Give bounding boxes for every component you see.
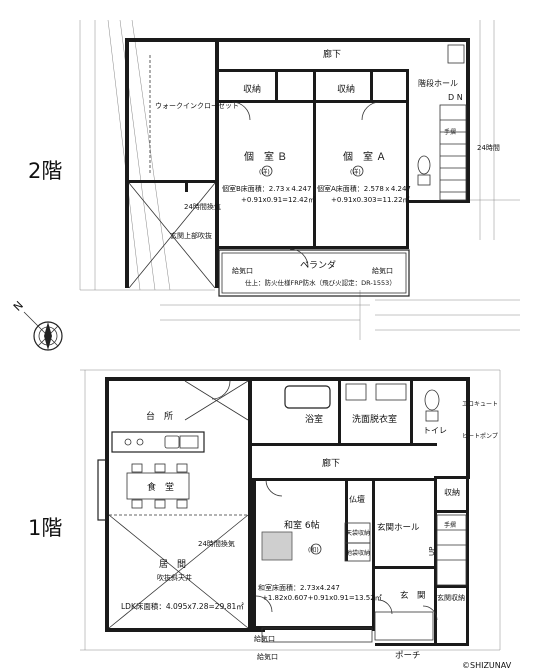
japanese-area-2: +1.82x0.607+0.91x0.91=13.52㎡ (262, 594, 382, 602)
dining-label: 食 堂 (147, 481, 174, 493)
entrance-void-label: 玄関上部吹抜 (170, 231, 212, 240)
porch-label: ポーチ (395, 651, 421, 661)
vent-2f-right: 給気口 (372, 266, 393, 275)
watermark: ©SHIZUNAV (462, 661, 512, 670)
room-a-area-1: 個室A床面積：2.578ｘ4.247 (317, 184, 411, 193)
dining-set (126, 463, 190, 509)
fan-24h-1f-label: 24時間換気 (198, 539, 235, 548)
void-ceiling-label: 吹抜斜天井 (157, 573, 192, 582)
veranda-label: ベランダ (300, 259, 336, 271)
japanese-room-mark: (和) (308, 546, 319, 554)
handrail-2f-label: 手摺 (444, 128, 456, 136)
room-b-area-1: 個室B床面積：2.73ｘ4.247 (222, 184, 311, 193)
heat-pump-label: ヒートポンプ (462, 432, 498, 440)
roof-hatch (79, 19, 520, 340)
floor1-label: 1階 (28, 516, 62, 540)
ldk-area-label: LDK床面積：4.095x7.28=29.81㎡ (121, 601, 244, 611)
stair-hall-label: 階段ホール (418, 78, 458, 88)
upper-closet-2-label: 地袋収納 (346, 549, 370, 557)
toilet-label: トイレ (423, 426, 447, 435)
upper-closet-1-label: 天袋収納 (346, 529, 370, 537)
japanese-room-label: 和室 6帖 (284, 519, 320, 531)
entrance-void-diagonal (128, 182, 216, 289)
dn-label: D N (448, 93, 463, 102)
fan-24h-right-label: 24時間 (477, 144, 500, 152)
bathroom-label: 浴室 (305, 413, 323, 425)
living-void-diagonal (108, 514, 249, 629)
stair-1f (184, 380, 467, 586)
buddhist-altar-label: 仏壇 (349, 494, 365, 504)
compass: N (11, 299, 63, 351)
shoe-closet-label: 玄関収納 (437, 593, 465, 602)
eco-cute-label: エコキュート (462, 401, 498, 408)
veranda-finish-note: 仕上：防火仕様FRP防水（飛び火認定：DR-1553） (245, 278, 396, 287)
washroom-label: 洗面脱衣室 (352, 413, 397, 425)
up-label: UP (428, 547, 436, 556)
walk-in-closet-label: ウォークインクローゼット (155, 101, 239, 110)
bay-window (97, 459, 107, 521)
closet-2f-1-label: 収納 (243, 83, 261, 95)
stair-2f (439, 104, 467, 201)
closet-2f-2-label: 収納 (337, 83, 355, 95)
room-a-label: 個 室 Ａ (343, 150, 386, 163)
fan-24h-2f-label: 24時間換気 (184, 202, 221, 211)
compass-north: N (11, 299, 26, 314)
closet-1f-label: 収納 (444, 487, 460, 497)
kitchen-counter (111, 431, 205, 453)
entrance-label: 玄 関 (400, 590, 426, 601)
japanese-area-1: 和室床面積：2.73x4.247 (258, 583, 340, 592)
bathtub (284, 385, 331, 409)
floor2-walls (125, 38, 470, 288)
vent-1f-1: 給気口 (254, 634, 275, 643)
veranda-outline (218, 249, 410, 297)
kitchen-label: 台 所 (146, 410, 173, 422)
living-label: 居 間 (159, 559, 186, 570)
floor2-label: 2階 (28, 159, 62, 183)
room-a-area-2: +0.91x0.303=11.22㎡ (331, 196, 410, 204)
room-b-area-2: +0.91x0.91=12.42㎡ (241, 196, 315, 204)
corridor-2f-label: 廊下 (323, 48, 341, 60)
tatami (255, 522, 438, 621)
vent-2f-left: 給気口 (232, 266, 253, 275)
room-a-mark: (洋) (350, 168, 361, 176)
entrance-hall-label: 玄関ホール (377, 522, 420, 533)
vent-1f-2: 給気口 (257, 652, 278, 661)
floor1-plan: 1階 台 所 食 堂 居 間 吹抜斜天井 24時間換気 LDK床面積：4.095… (28, 369, 501, 661)
handrail-1f-label: 手摺 (444, 521, 456, 529)
room-b-mark: (洋) (259, 168, 270, 176)
room-b-label: 個 室 Ｂ (244, 150, 287, 163)
corridor-1f-label: 廊下 (322, 457, 340, 469)
floor2-plan: 2階 廊下 収納 収納 階段ホール D N 手摺 ウォークインクローゼット 個 … (28, 19, 520, 340)
